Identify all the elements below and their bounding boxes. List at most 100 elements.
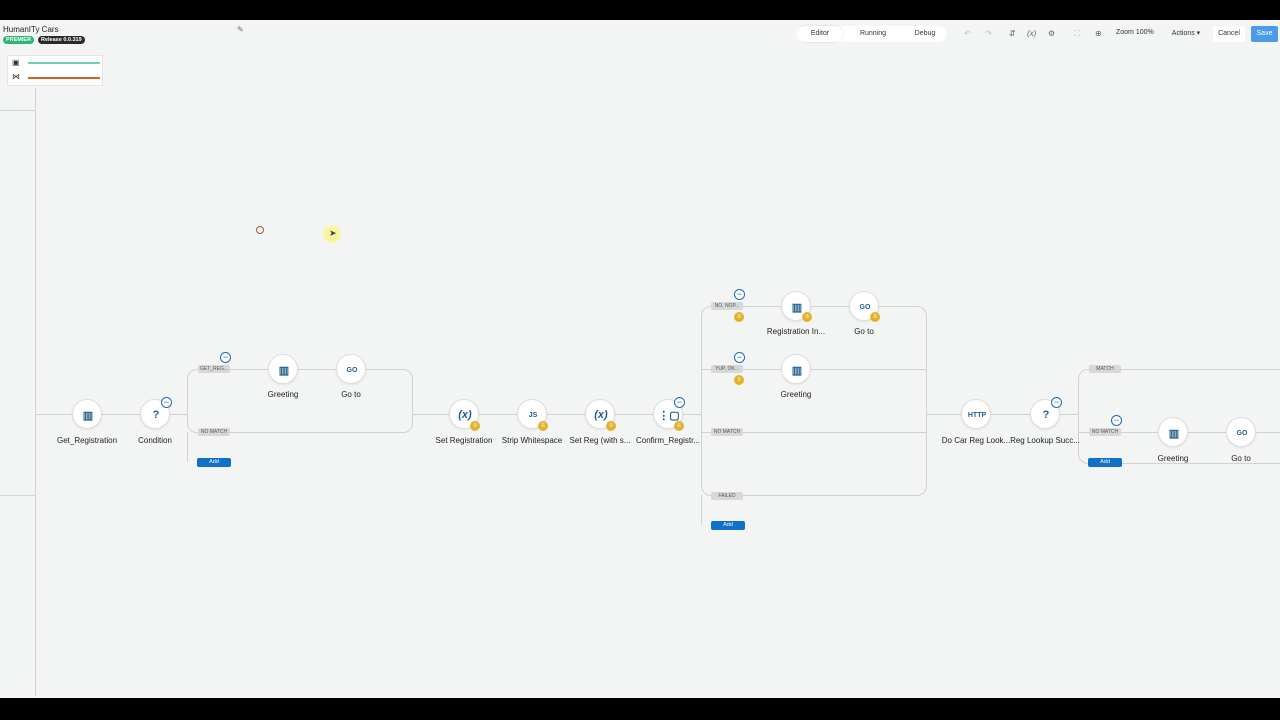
- fullscreen-icon[interactable]: ⛶: [1074, 29, 1080, 38]
- collapse-icon[interactable]: −: [161, 397, 172, 408]
- node-label: Set Reg (with s...: [569, 436, 631, 445]
- goto-icon: GO: [1236, 429, 1248, 437]
- collapse-icon[interactable]: −: [734, 352, 745, 363]
- node-label: Go to: [341, 390, 361, 399]
- node-label: Registration In...: [766, 327, 826, 336]
- collapse-icon[interactable]: −: [1051, 397, 1062, 408]
- script-icon: JS: [528, 411, 538, 419]
- node-get-registration[interactable]: ▥: [72, 399, 102, 429]
- legend-line-orange: [28, 77, 100, 79]
- settings-gear-icon: ≡: [870, 312, 880, 322]
- settings-gear-icon: ≡: [470, 421, 480, 431]
- wire: [927, 414, 1079, 415]
- mode-tabs: Editor Running Debug: [795, 26, 947, 42]
- variables-icon[interactable]: (x): [1027, 29, 1037, 38]
- redo-icon[interactable]: ↷: [985, 29, 992, 38]
- voice-capture-icon: ▥: [791, 301, 803, 314]
- node-greeting[interactable]: ▥: [1158, 417, 1188, 447]
- branch-no-nop[interactable]: NO, NOP...: [711, 302, 743, 310]
- node-label: Do Car Reg Look...: [941, 436, 1011, 445]
- settings-icon[interactable]: ⚙: [1048, 29, 1056, 38]
- confirm-bracket: [701, 306, 927, 496]
- branch-no-match[interactable]: NO MATCH: [198, 428, 230, 436]
- branch-match[interactable]: MATCH: [1089, 365, 1121, 373]
- add-branch-button[interactable]: Add: [711, 521, 745, 530]
- branch-get-reg[interactable]: GET_REG...: [198, 365, 230, 373]
- flow-editor: HumanITy Cars PREMIER Release 0.0.319 ✎ …: [0, 20, 1280, 698]
- node-goto[interactable]: GO: [1226, 417, 1256, 447]
- lookup-bracket: [1078, 369, 1280, 464]
- variable-icon: (x): [594, 409, 608, 421]
- flow-legend: ▣ ⋈: [7, 55, 103, 86]
- collapse-icon[interactable]: −: [1111, 415, 1122, 426]
- legend-line-green: [28, 62, 100, 64]
- wire: [187, 432, 188, 462]
- wire: [413, 414, 702, 415]
- marker-circle: [256, 226, 264, 234]
- voice-capture-icon: ▥: [278, 364, 290, 377]
- node-goto[interactable]: GO: [336, 354, 366, 384]
- voice-capture-icon: ▥: [791, 364, 803, 377]
- branch-no-match[interactable]: NO MATCH: [1089, 428, 1121, 436]
- save-button[interactable]: Save: [1251, 26, 1278, 42]
- node-label: Condition: [138, 436, 172, 445]
- share-icon: ⋈: [12, 72, 20, 81]
- tab-debug[interactable]: Debug: [914, 30, 936, 37]
- branch-failed[interactable]: FAILED: [711, 492, 743, 500]
- edit-pencil-icon[interactable]: ✎: [237, 25, 244, 34]
- settings-gear-icon: ≡: [734, 375, 744, 385]
- node-label: Reg Lookup Succ...: [1010, 436, 1080, 445]
- undo-icon[interactable]: ↶: [964, 29, 971, 38]
- branch-yup-ok[interactable]: YUP, OK...: [711, 365, 743, 373]
- variable-icon: (x): [458, 409, 472, 421]
- actions-menu-button[interactable]: Actions ▾: [1171, 30, 1201, 37]
- collapse-icon[interactable]: −: [734, 289, 745, 300]
- condition-icon: ?: [1042, 409, 1050, 421]
- settings-gear-icon: ≡: [674, 421, 684, 431]
- tab-running[interactable]: Running: [859, 30, 887, 37]
- node-label: Greeting: [1157, 454, 1189, 463]
- lock-icon: ▣: [12, 58, 20, 67]
- zoom-level[interactable]: Zoom 100%: [1116, 29, 1154, 36]
- settings-gear-icon: ≡: [538, 421, 548, 431]
- goto-icon: GO: [859, 303, 871, 311]
- voice-capture-icon: ▥: [82, 409, 94, 422]
- premier-badge: PREMIER: [3, 36, 35, 44]
- wire: [36, 414, 188, 415]
- confirm-icon: ⋮▢: [658, 409, 680, 422]
- wire: [701, 495, 702, 525]
- goto-icon: GO: [346, 366, 358, 374]
- settings-gear-icon: ≡: [606, 421, 616, 431]
- node-label: Get_Registration: [56, 436, 118, 445]
- wire: [701, 369, 927, 370]
- collapse-icon[interactable]: −: [220, 352, 231, 363]
- cursor-highlight: [323, 225, 341, 243]
- app-title: HumanITy Cars: [3, 25, 59, 34]
- fit-screen-icon[interactable]: ⊕: [1095, 29, 1102, 38]
- node-greeting[interactable]: ▥: [268, 354, 298, 384]
- node-label: Greeting: [780, 390, 812, 399]
- node-label: Confirm_Registr...: [635, 436, 701, 445]
- node-greeting[interactable]: ▥: [781, 354, 811, 384]
- tab-editor[interactable]: Editor: [797, 26, 843, 42]
- collapse-icon[interactable]: −: [674, 397, 685, 408]
- node-label: Strip Whitespace: [501, 436, 563, 445]
- add-branch-button[interactable]: Add: [197, 458, 231, 467]
- voice-capture-icon: ▥: [1168, 427, 1180, 440]
- wire: [701, 432, 927, 433]
- start-rail: [35, 88, 36, 696]
- node-label: Set Registration: [435, 436, 493, 445]
- node-do-car-reg-lookup[interactable]: HTTP: [961, 399, 991, 429]
- http-icon: HTTP: [967, 411, 987, 419]
- cancel-button[interactable]: Cancel: [1213, 26, 1245, 42]
- condition-icon: ?: [152, 409, 160, 421]
- sort-icon[interactable]: ⇵: [1009, 29, 1016, 38]
- add-branch-button[interactable]: Add: [1088, 458, 1122, 467]
- condition-bracket: [187, 369, 413, 433]
- rail-tick: [0, 495, 36, 496]
- cursor-icon: ➤: [329, 228, 337, 238]
- node-label: Go to: [1231, 454, 1251, 463]
- node-goto[interactable]: GO: [849, 291, 879, 321]
- rail-tick: [0, 110, 36, 111]
- branch-no-match[interactable]: NO MATCH: [711, 428, 743, 436]
